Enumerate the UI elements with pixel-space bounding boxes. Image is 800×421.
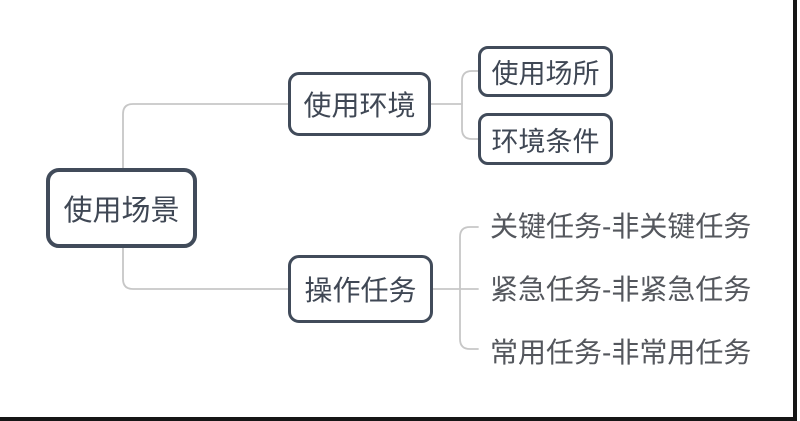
leaf-item-critical-tasks[interactable]: 关键任务-非关键任务 <box>490 211 752 242</box>
connector-env-to-cond <box>461 103 479 140</box>
connector-env-to-place <box>461 70 479 105</box>
child-node-usage-place[interactable]: 使用场所 <box>478 46 613 97</box>
root-node-label: 使用场景 <box>63 195 180 227</box>
root-node-usage-scenario[interactable]: 使用场景 <box>46 168 197 248</box>
connector-task-to-leaf3 <box>459 288 479 350</box>
leaf-item-common-tasks[interactable]: 常用任务-非常用任务 <box>490 337 752 368</box>
page-frame-right-border <box>793 0 797 421</box>
child-node-label: 使用场所 <box>491 59 600 89</box>
connector-root-to-task <box>122 247 289 290</box>
branch-node-label: 操作任务 <box>304 275 417 306</box>
child-node-label: 环境条件 <box>491 126 600 157</box>
page-frame-bottom-border <box>0 417 797 421</box>
branch-node-usage-environment[interactable]: 使用环境 <box>288 72 431 136</box>
connector-task-to-leaf1 <box>459 226 479 290</box>
branch-node-label: 使用环境 <box>303 90 416 121</box>
connector-root-to-env <box>122 103 289 169</box>
branch-node-operation-tasks[interactable]: 操作任务 <box>288 255 433 323</box>
child-node-environment-conditions[interactable]: 环境条件 <box>478 113 613 165</box>
leaf-item-urgent-tasks[interactable]: 紧急任务-非紧急任务 <box>490 274 752 305</box>
